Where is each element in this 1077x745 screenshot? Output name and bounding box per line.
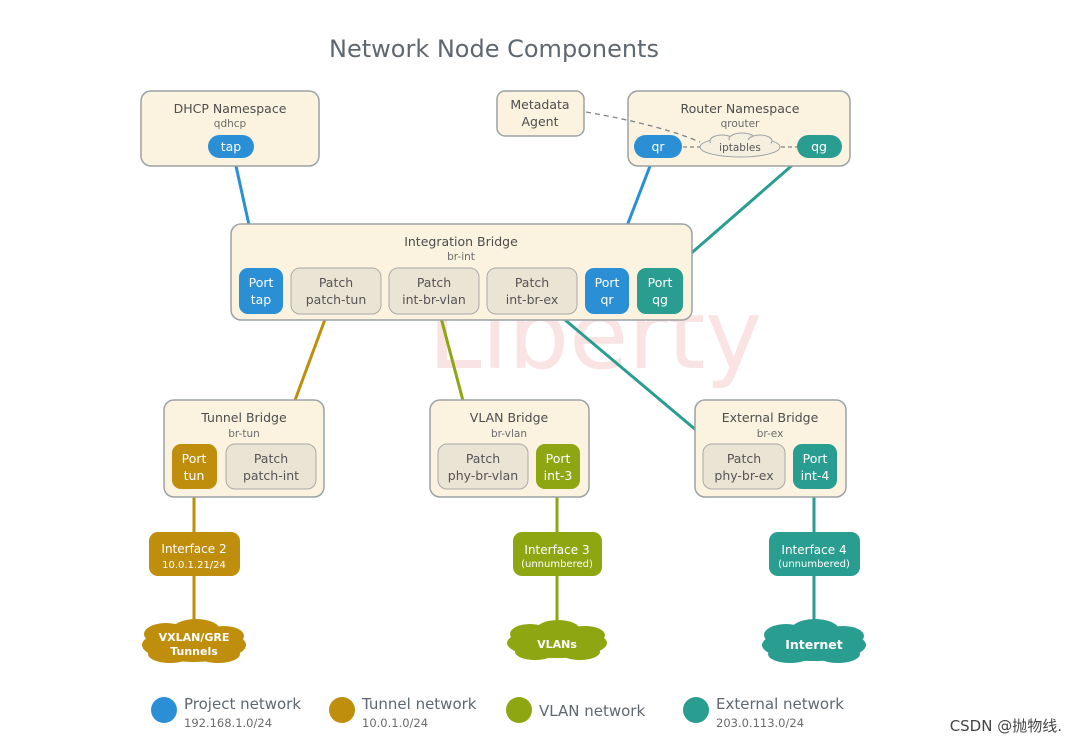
external-sub: br-ex [757,428,784,440]
vlans-cloud-label: VLANs [537,638,577,651]
router-title: Router Namespace [681,101,800,116]
legend: Project network 192.168.1.0/24 Tunnel ne… [151,695,844,730]
legend-external-sub: 203.0.113.0/24 [716,716,804,730]
vlan-port-l2: int-3 [544,468,573,483]
int-patch-tun-l2: patch-tun [306,292,367,307]
int-patch-vlan-l2: int-br-vlan [402,292,466,307]
metadata-line1: Metadata [510,97,569,112]
int-port-qg-l1: Port [648,275,673,290]
metadata-agent: Metadata Agent [496,90,585,137]
vlan-title: VLAN Bridge [470,410,549,425]
external-patch-l1: Patch [727,451,761,466]
if2-sub: 10.0.1.21/24 [162,560,226,571]
vlan-bridge: VLAN Bridge br-vlan Patch phy-br-vlan Po… [429,399,590,498]
integration-sub: br-int [447,251,475,263]
iptables-label: iptables [719,142,761,154]
external-port-l2: int-4 [801,468,830,483]
dhcp-sub: qdhcp [214,118,247,130]
external-port-l1: Port [803,451,828,466]
tunnel-port-l1: Port [182,451,207,466]
int-patch-vlan-l1: Patch [417,275,451,290]
tunnel-title: Tunnel Bridge [200,410,287,425]
if2-title: Interface 2 [161,542,226,556]
dhcp-namespace: DHCP Namespace qdhcp tap [140,90,320,167]
legend-tunnel-label: Tunnel network [361,695,477,713]
legend-vlan-label: VLAN network [539,702,645,720]
vxlan-cloud-icon [142,619,246,663]
if4-title: Interface 4 [781,543,846,557]
link-patch-ex [557,312,716,448]
tunnel-bridge: Tunnel Bridge br-tun Port tun Patch patc… [163,399,325,498]
legend-tunnel-sub: 10.0.1.0/24 [362,716,428,730]
vlan-patch-l1: Patch [466,451,500,466]
integration-title: Integration Bridge [404,234,518,249]
int-port-qg-l2: qg [652,292,668,307]
legend-external-dot [683,697,709,723]
dhcp-title: DHCP Namespace [174,101,287,116]
int-port-qr-l2: qr [600,292,614,307]
csdn-credit: CSDN @抛物线. [950,717,1062,735]
router-sub: qrouter [721,118,760,130]
tunnel-sub: br-tun [228,428,260,440]
if4-sub: (unnumbered) [778,559,850,570]
legend-project-label: Project network [184,695,301,713]
int-port-tap-l1: Port [249,275,274,290]
int-patch-ex-l1: Patch [515,275,549,290]
if3-sub: (unnumbered) [521,559,593,570]
external-title: External Bridge [722,410,819,425]
vlan-port-l1: Port [546,451,571,466]
diagram-title: Network Node Components [329,35,659,63]
if3-title: Interface 3 [524,543,589,557]
router-port-qg: qg [811,139,827,154]
internet-cloud-label: Internet [785,637,843,652]
interface-2: Interface 2 10.0.1.21/24 [149,532,240,576]
vlan-patch-l2: phy-br-vlan [448,468,518,483]
external-bridge: External Bridge br-ex Patch phy-br-ex Po… [694,399,847,498]
internet-cloud-icon [762,619,866,663]
external-patch-l2: phy-br-ex [714,468,773,483]
link-qg [671,146,813,272]
vxlan-cloud-l2: Tunnels [170,645,218,658]
legend-tunnel-dot [329,697,355,723]
tunnel-patch-l2: patch-int [243,468,299,483]
int-port-qr-l1: Port [595,275,620,290]
tunnel-port-l2: tun [184,468,205,483]
metadata-line2: Agent [522,114,559,129]
int-patch-tun-l1: Patch [319,275,353,290]
legend-vlan-dot [506,697,532,723]
iptables-cloud-icon [699,132,781,158]
interface-4: Interface 4 (unnumbered) [769,532,860,576]
tunnel-patch-l1: Patch [254,451,288,466]
router-namespace: Router Namespace qrouter qr iptables qg [585,90,851,167]
vlan-sub: br-vlan [491,428,527,440]
legend-external-label: External network [716,695,844,713]
int-patch-ex-l2: int-br-ex [506,292,558,307]
vxlan-cloud-l1: VXLAN/GRE [159,631,230,644]
interface-3: Interface 3 (unnumbered) [513,532,602,576]
int-port-tap-l2: tap [251,292,272,307]
dhcp-port-tap: tap [221,139,242,154]
legend-project-dot [151,697,177,723]
vlans-cloud-icon [507,620,607,660]
router-port-qr: qr [651,139,665,154]
integration-bridge: Integration Bridge br-int Port tap Patch… [230,223,693,321]
legend-project-sub: 192.168.1.0/24 [184,716,272,730]
